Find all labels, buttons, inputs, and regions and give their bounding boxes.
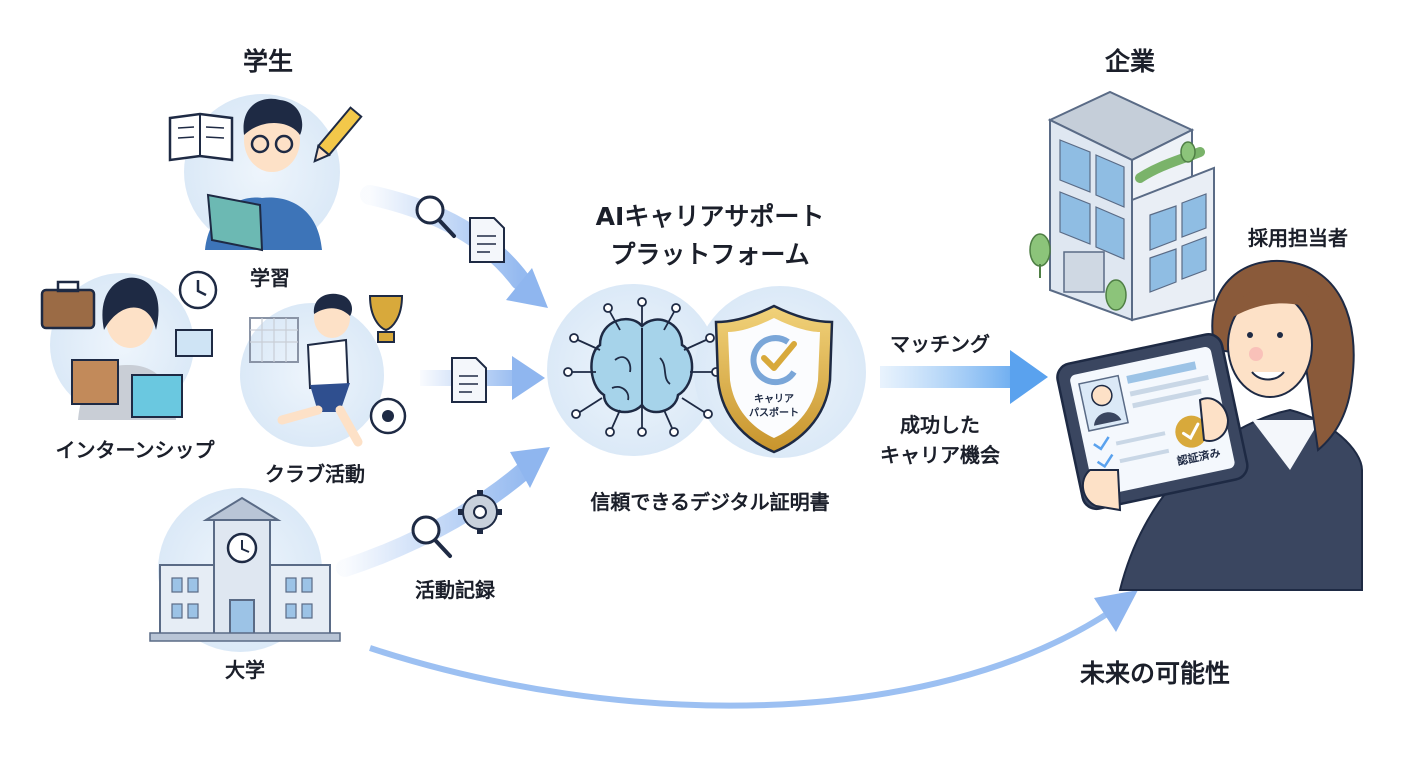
recruiter-label: 採用担当者 [1248,226,1348,250]
arrow-matching [880,366,1030,388]
document-icon [451,357,487,403]
arrow-future [369,609,1112,709]
arrow-head-matching [1010,350,1048,404]
company-building-illustration [1029,90,1215,322]
internship-label: インターンシップ [55,438,215,462]
career-passport-shield-icon: キャリア パスポート [714,304,834,454]
arrow-head-university [510,447,550,488]
success-label-line1: 成功した [900,413,980,437]
recruiter-illustration: 認証済み [1056,259,1363,591]
university-label: 大学 [225,658,265,682]
student-study-illustration [168,94,363,252]
shield-text-line2: パスポート [749,406,799,419]
activity-record-label: 活動記録 [415,578,495,602]
tablet-icon: 認証済み [1056,333,1249,511]
future-label: 未来の可能性 [1079,659,1230,688]
success-label-line2: キャリア機会 [880,443,1000,467]
student-club-illustration [240,293,407,447]
document-icon [469,217,505,263]
magnifier-icon [411,515,452,558]
success-label: 成功した キャリア機会 [860,410,1020,470]
shield-text-line1: キャリア [754,393,794,405]
platform-title-line1: AIキャリアサポート [595,202,825,231]
arrow-head-club [512,356,545,400]
university-building-illustration [149,488,341,652]
company-title: 企業 [1104,47,1155,76]
matching-label: マッチング [890,332,990,356]
platform-illustration: キャリア パスポート [547,284,866,458]
students-title: 学生 [242,47,293,76]
arrow-head-study [506,268,548,308]
club-label: クラブ活動 [265,462,365,486]
platform-title: AIキャリアサポート プラットフォーム [560,198,860,274]
study-label: 学習 [250,266,290,290]
ai-brain-icon [563,297,721,437]
student-internship-illustration [40,270,218,420]
magnifier-icon [415,195,456,238]
platform-title-line2: プラットフォーム [610,240,810,269]
certificate-label: 信頼できるデジタル証明書 [590,490,830,514]
gear-icon [458,490,502,534]
arrow-study-to-platform [360,185,530,290]
arrow-university-to-platform [336,461,534,577]
arrow-head-future [1094,590,1138,632]
flow-arrows [336,185,1138,709]
